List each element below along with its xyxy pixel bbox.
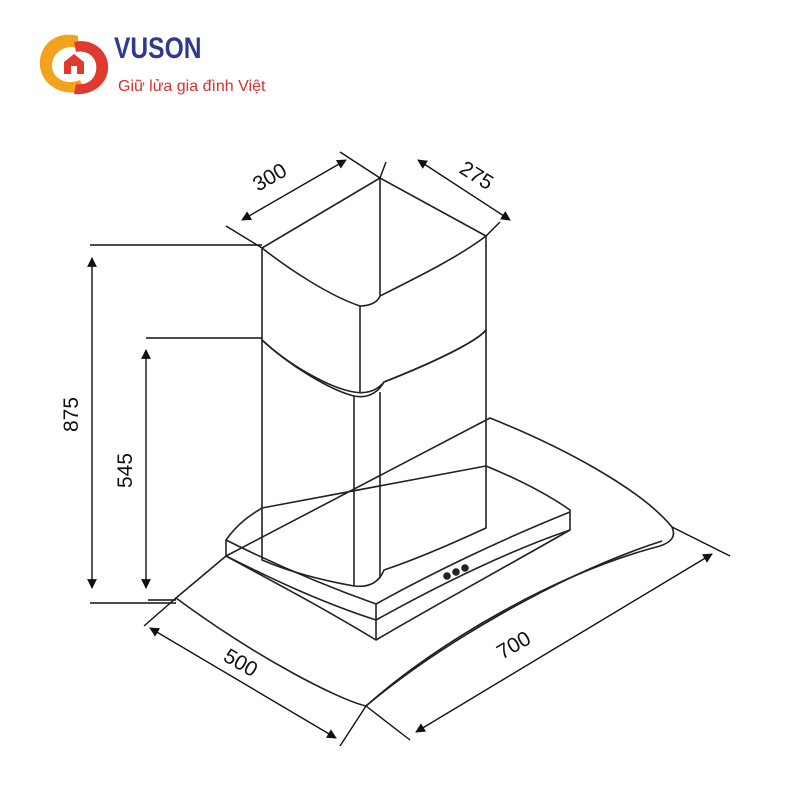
brand-logo: VUSON Giữ lửa gia đình Việt <box>34 28 294 100</box>
glass-canopy-inner-edge <box>365 540 663 707</box>
upper-chimney <box>261 177 487 394</box>
brand-name: VUSON <box>114 32 202 65</box>
label-canopy-width: 700 <box>493 627 535 664</box>
dim-line-500 <box>149 627 337 739</box>
lower-chimney <box>261 329 487 588</box>
brand-tagline: Giữ lửa gia đình Việt <box>118 78 266 95</box>
steel-plate-top-edge <box>225 511 571 605</box>
label-chimney-width: 300 <box>249 159 291 196</box>
label-canopy-depth: 500 <box>220 644 262 681</box>
label-lower-height: 545 <box>114 453 137 488</box>
steel-plate <box>225 465 571 621</box>
vuson-logo-icon <box>39 34 109 95</box>
label-total-height: 875 <box>60 397 83 432</box>
dim-line-300 <box>241 159 347 221</box>
dimension-lines <box>87 151 731 747</box>
hood-outline <box>175 177 675 707</box>
dim-line-700 <box>415 553 713 733</box>
dim-line-275 <box>417 159 511 221</box>
